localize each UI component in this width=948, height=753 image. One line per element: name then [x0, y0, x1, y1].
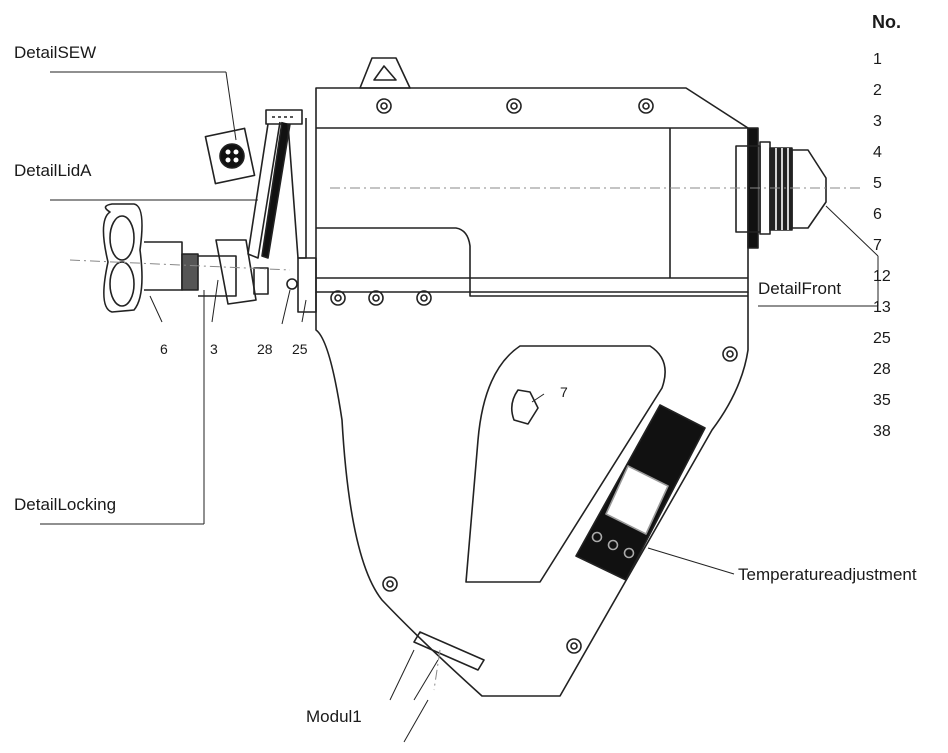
- label-modul: Modul1: [306, 707, 362, 726]
- part-number: 35: [873, 392, 891, 409]
- callout-6: 6: [160, 341, 168, 357]
- part-number: 1: [873, 51, 882, 68]
- part-number: 5: [873, 175, 882, 192]
- part-number: 38: [873, 423, 891, 440]
- centre-lines: [69, 187, 860, 691]
- label-detail-lid: DetailLidA: [14, 161, 92, 180]
- part-number: 13: [873, 299, 891, 316]
- trigger: [510, 389, 539, 425]
- part-number: 25: [873, 330, 891, 347]
- sew-fitting: [204, 127, 256, 185]
- parts-number-list: 1 2 3 4 5 6 7 12 13 25 28 35 38: [873, 44, 891, 447]
- locking-bracket: [297, 257, 317, 313]
- housing-screws: [330, 98, 738, 654]
- locking-knob: [102, 203, 143, 313]
- handle-opening: [465, 345, 666, 583]
- part-number: 28: [873, 361, 891, 378]
- leader-lines: [40, 71, 879, 743]
- label-temperature-adjustment: Temperatureadjustment: [738, 565, 917, 584]
- display-screen: [605, 465, 669, 535]
- part-number: 4: [873, 144, 882, 161]
- module-connector: [413, 631, 485, 671]
- nozzle-tip: [791, 149, 827, 229]
- callout-3: 3: [210, 341, 218, 357]
- part-number: 12: [873, 268, 891, 285]
- label-detail-locking: DetailLocking: [14, 495, 117, 514]
- label-detail-front: DetailFront: [758, 279, 842, 298]
- callout-25: 25: [292, 341, 308, 357]
- lifting-eye: [359, 57, 411, 89]
- part-number: 6: [873, 206, 882, 223]
- part-number: 2: [873, 82, 882, 99]
- callout-28: 28: [257, 341, 273, 357]
- lid-hinge: [265, 109, 303, 125]
- part-number: 3: [873, 113, 882, 130]
- main-housing: [315, 87, 749, 293]
- part-number: 7: [873, 237, 882, 254]
- handle-body: [315, 292, 749, 697]
- parts-table-header: No.: [872, 12, 901, 32]
- callout-7: 7: [560, 384, 568, 400]
- label-detail-sew: DetailSEW: [14, 43, 97, 62]
